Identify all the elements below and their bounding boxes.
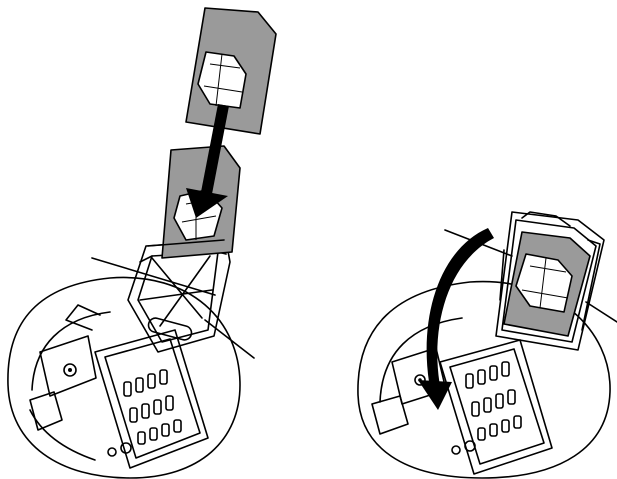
straight-down-arrow: [186, 104, 229, 218]
sim-tray: [94, 329, 209, 469]
sim-holder-with-card: [495, 211, 605, 351]
screw-icon: [63, 363, 77, 377]
curved-down-arrow: [418, 228, 494, 410]
right-panel-close-holder: [357, 211, 617, 479]
sim-contacts: [465, 361, 522, 441]
sim-contacts: [123, 369, 182, 445]
cable-line: [204, 319, 255, 359]
phone-base-housing: [7, 276, 241, 479]
screw-icon: [414, 374, 426, 386]
holder-slot: [147, 317, 193, 341]
sim-card-floating: [185, 7, 277, 135]
sim-tray-right: [439, 339, 553, 475]
left-panel-insert-sim: [7, 7, 277, 479]
cable-line: [91, 257, 216, 296]
cable-line: [585, 301, 617, 323]
